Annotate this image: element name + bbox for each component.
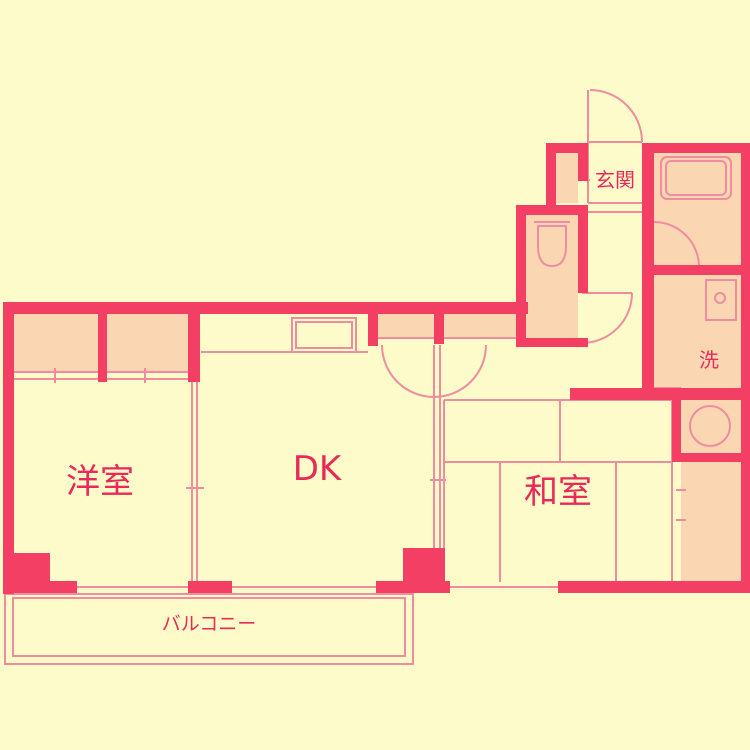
closet-hall-1 — [378, 313, 434, 338]
toilet-room — [525, 215, 578, 340]
thin-lines — [4, 89, 737, 665]
walls — [3, 143, 750, 594]
room-label-western: 洋室 — [66, 462, 134, 502]
room-label-washroom: 洗 — [699, 348, 719, 372]
closet-left-2 — [107, 313, 189, 372]
washroom — [654, 275, 741, 388]
closet-japanese — [681, 462, 741, 582]
balcony-label: バルコニー — [162, 613, 257, 635]
closet-hall-2 — [444, 313, 516, 338]
room-label-dk: DK — [293, 449, 343, 489]
bathroom — [654, 153, 741, 265]
closet-left-1 — [14, 313, 98, 372]
wash-basin — [705, 279, 737, 321]
bathtub — [660, 156, 732, 200]
kitchen-sink — [291, 317, 357, 353]
room-label-japanese: 和室 — [524, 472, 592, 512]
balcony — [4, 593, 414, 665]
room-label-entrance: 玄関 — [595, 168, 635, 192]
entrance-closet — [556, 153, 578, 203]
washing-machine — [689, 405, 731, 447]
toilet-bowl — [537, 225, 567, 268]
service-fills — [14, 153, 741, 582]
